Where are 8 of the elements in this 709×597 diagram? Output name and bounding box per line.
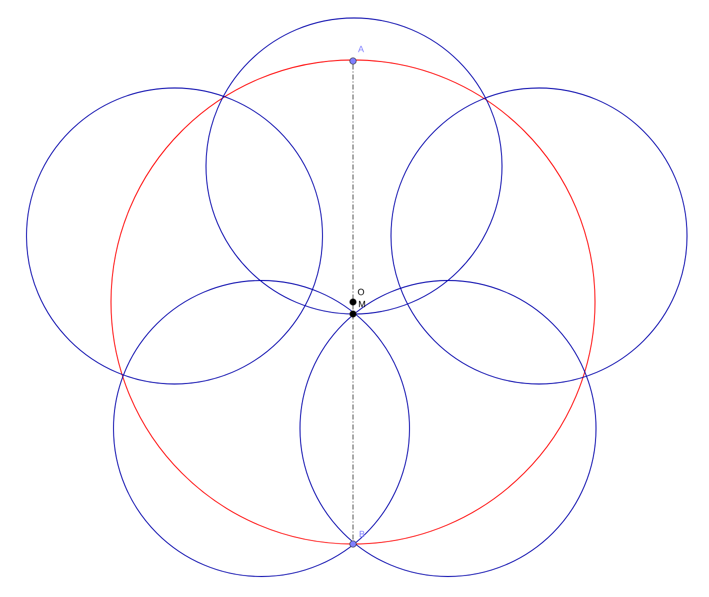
point-label: O xyxy=(358,288,364,296)
point xyxy=(349,57,357,65)
dash-dot-line xyxy=(352,64,354,541)
point-label: B xyxy=(360,530,365,538)
point xyxy=(349,298,357,306)
point xyxy=(349,540,357,548)
point-label: M xyxy=(359,300,366,308)
point-label: A xyxy=(358,46,364,52)
